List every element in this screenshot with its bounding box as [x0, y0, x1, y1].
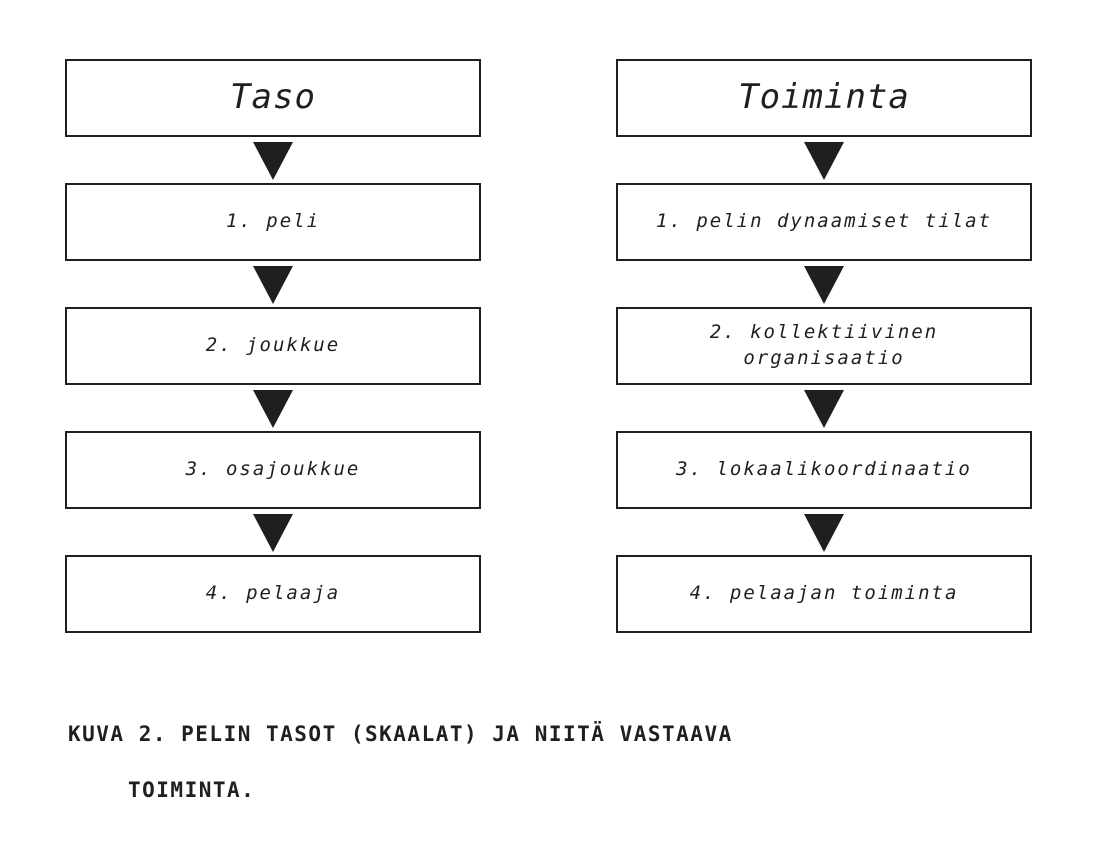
down-arrow-icon	[253, 390, 293, 428]
action-step-1: 1. pelin dynaamiset tilat	[616, 183, 1032, 261]
down-arrow-icon	[804, 142, 844, 180]
down-arrow-icon	[253, 514, 293, 552]
down-arrow-icon	[253, 266, 293, 304]
level-step-4: 4. pelaaja	[65, 555, 481, 633]
action-step-4: 4. pelaajan toiminta	[616, 555, 1032, 633]
level-header: Taso	[65, 59, 481, 137]
level-step-3: 3. osajoukkue	[65, 431, 481, 509]
down-arrow-icon	[804, 390, 844, 428]
caption-line-1: KUVA 2. PELIN TASOT (SKAALAT) JA NIITÄ V…	[68, 722, 733, 746]
action-header: Toiminta	[616, 59, 1032, 137]
down-arrow-icon	[804, 514, 844, 552]
level-step-2: 2. joukkue	[65, 307, 481, 385]
down-arrow-icon	[804, 266, 844, 304]
action-step-3: 3. lokaalikoordinaatio	[616, 431, 1032, 509]
level-step-1: 1. peli	[65, 183, 481, 261]
caption-line-2: TOIMINTA.	[128, 778, 256, 802]
action-step-2: 2. kollektiivinen organisaatio	[616, 307, 1032, 385]
down-arrow-icon	[253, 142, 293, 180]
figure-caption: KUVA 2. PELIN TASOT (SKAALAT) JA NIITÄ V…	[68, 706, 948, 818]
